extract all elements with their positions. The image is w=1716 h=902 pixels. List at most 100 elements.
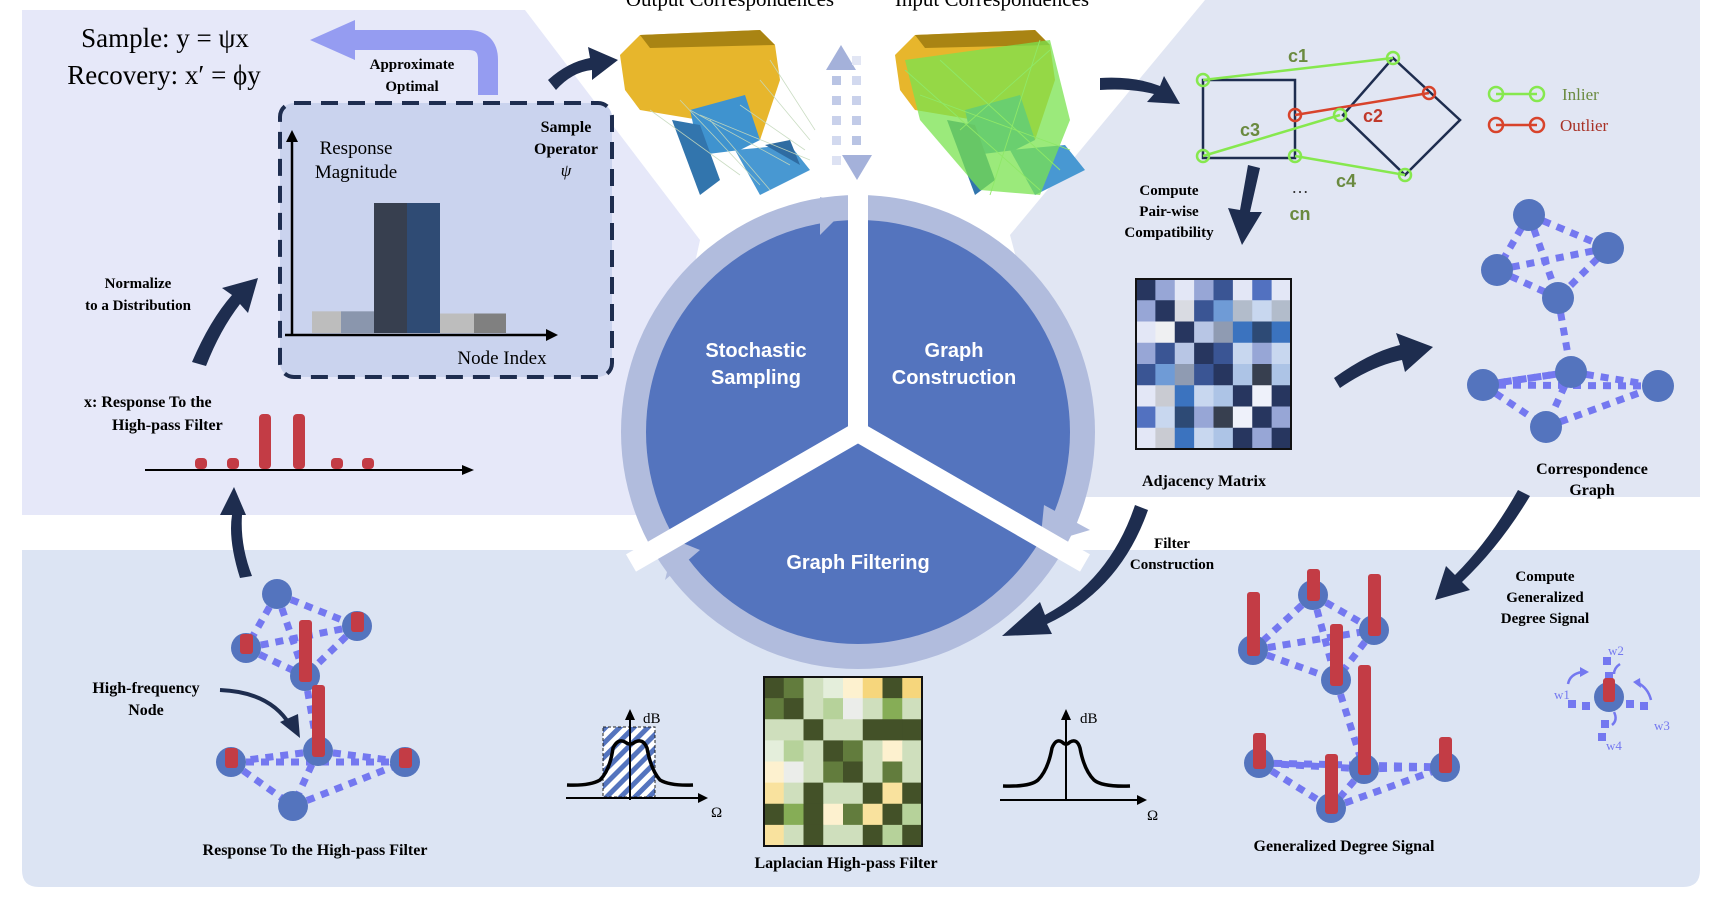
adjacency-cell xyxy=(1174,321,1195,344)
adjacency-cell xyxy=(1155,364,1176,386)
laplacian-cell xyxy=(803,761,824,784)
graph-edge xyxy=(1493,213,1533,272)
adjacency-cell xyxy=(1194,342,1214,365)
adjacency-cell xyxy=(1155,406,1176,429)
high-frequency-label-1: High-frequency xyxy=(92,680,199,697)
signal-bar xyxy=(1439,737,1452,773)
adjacency-cell xyxy=(1194,406,1214,429)
adjacency-cell xyxy=(1252,300,1273,322)
laplacian-filter-matrix xyxy=(764,677,923,847)
approximate-optimal-arrow xyxy=(310,20,498,95)
graph-edge xyxy=(1496,244,1609,274)
laplacian-cell xyxy=(862,782,883,805)
laplacian-cell xyxy=(803,677,824,699)
graph-edge xyxy=(291,758,407,810)
adjacency-cell xyxy=(1174,406,1195,429)
signal-bar xyxy=(1253,733,1266,769)
label-c3: c3 xyxy=(1240,120,1260,140)
laplacian-cell xyxy=(783,677,804,699)
graph-node xyxy=(1642,370,1674,402)
laplacian-cell xyxy=(803,698,824,720)
adjacency-cell xyxy=(1155,321,1176,344)
laplacian-cell xyxy=(862,824,883,847)
x-signal-bar xyxy=(259,414,271,469)
adjacency-cell xyxy=(1252,342,1273,365)
adjacency-cell xyxy=(1271,385,1292,407)
adjacency-cell xyxy=(1232,279,1253,301)
laplacian-cell xyxy=(843,719,864,741)
adjacency-cell xyxy=(1136,300,1156,322)
laplacian-cell xyxy=(764,761,785,784)
spectrum-plot xyxy=(1000,709,1147,805)
legend-outlier-label: Outlier xyxy=(1560,116,1608,135)
laplacian-cell xyxy=(843,698,864,720)
laplacian-cell xyxy=(882,740,903,762)
laplacian-cell xyxy=(823,677,844,699)
histogram-xlabel: Node Index xyxy=(457,348,547,369)
graph-node xyxy=(1467,369,1499,401)
histogram-bars xyxy=(312,203,506,333)
adjacency-cell xyxy=(1174,427,1195,450)
histogram-bar xyxy=(341,311,374,333)
graph-edge xyxy=(1495,266,1560,302)
graph-edge xyxy=(245,622,358,652)
pairwise-label-1: Compute xyxy=(1139,183,1199,199)
adjacency-cell xyxy=(1155,342,1176,365)
laplacian-cell xyxy=(823,698,844,720)
operator-label-3: ψ xyxy=(561,161,572,180)
laplacian-cell xyxy=(882,761,903,784)
filter-construction-label-2: Construction xyxy=(1130,557,1215,573)
signal-bar xyxy=(1330,624,1343,686)
laplacian-cell xyxy=(862,719,883,741)
laplacian-cell xyxy=(882,782,903,805)
graph-node xyxy=(1530,411,1562,443)
adjacency-cell xyxy=(1271,279,1292,301)
legend-outlier-marker xyxy=(1487,116,1546,134)
laplacian-cell xyxy=(843,761,864,784)
laplacian-cell xyxy=(902,782,923,805)
operator-label-1: Sample xyxy=(541,119,592,136)
laplacian-cell xyxy=(882,677,903,699)
x-signal-bar xyxy=(195,458,207,469)
to-graph-arrow xyxy=(1334,333,1433,388)
x-signal-bar xyxy=(227,458,239,469)
high-frequency-arrowhead xyxy=(280,714,300,738)
to-sketch-arrow xyxy=(1100,76,1180,104)
laplacian-cell xyxy=(823,719,844,741)
adjacency-cell xyxy=(1252,279,1273,301)
db-label-right: dB xyxy=(1080,711,1098,727)
adjacency-cell xyxy=(1232,300,1253,322)
adjacency-cell xyxy=(1136,364,1156,386)
graph-filtering-label: Graph Filtering xyxy=(786,552,929,574)
adjacency-cell xyxy=(1213,279,1234,301)
signal-bar xyxy=(312,685,325,757)
graph-edge xyxy=(244,644,307,680)
laplacian-cell xyxy=(783,761,804,784)
laplacian-cell xyxy=(862,803,883,826)
filter-construction-arrow xyxy=(1002,505,1148,636)
adjacency-cell xyxy=(1194,385,1214,407)
adjacency-cell xyxy=(1155,300,1176,322)
compute-degree-arrow xyxy=(1435,490,1530,600)
laplacian-cell xyxy=(882,803,903,826)
db-label-left: dB xyxy=(643,711,661,727)
graph-node xyxy=(1555,356,1587,388)
laplacian-cell xyxy=(882,719,903,741)
omega-label-left: Ω xyxy=(711,805,722,821)
laplacian-cell xyxy=(843,740,864,762)
adjacency-cell xyxy=(1155,427,1176,450)
histogram-bar xyxy=(407,203,440,333)
graph-edge xyxy=(1329,763,1447,812)
laplacian-cell xyxy=(882,824,903,847)
laplacian-cell xyxy=(823,803,844,826)
adjacency-cell xyxy=(1194,300,1214,322)
weight-w3: w3 xyxy=(1654,718,1670,733)
adjacency-cell xyxy=(1252,321,1273,344)
adjacency-cell xyxy=(1155,385,1176,407)
omega-label-right: Ω xyxy=(1147,808,1158,824)
graph-construction-label-2: Construction xyxy=(892,367,1016,389)
adjacency-cell xyxy=(1155,279,1176,301)
x-signal-bars xyxy=(195,414,374,469)
histogram-bar xyxy=(440,313,474,333)
to-output-arrow xyxy=(548,47,618,90)
